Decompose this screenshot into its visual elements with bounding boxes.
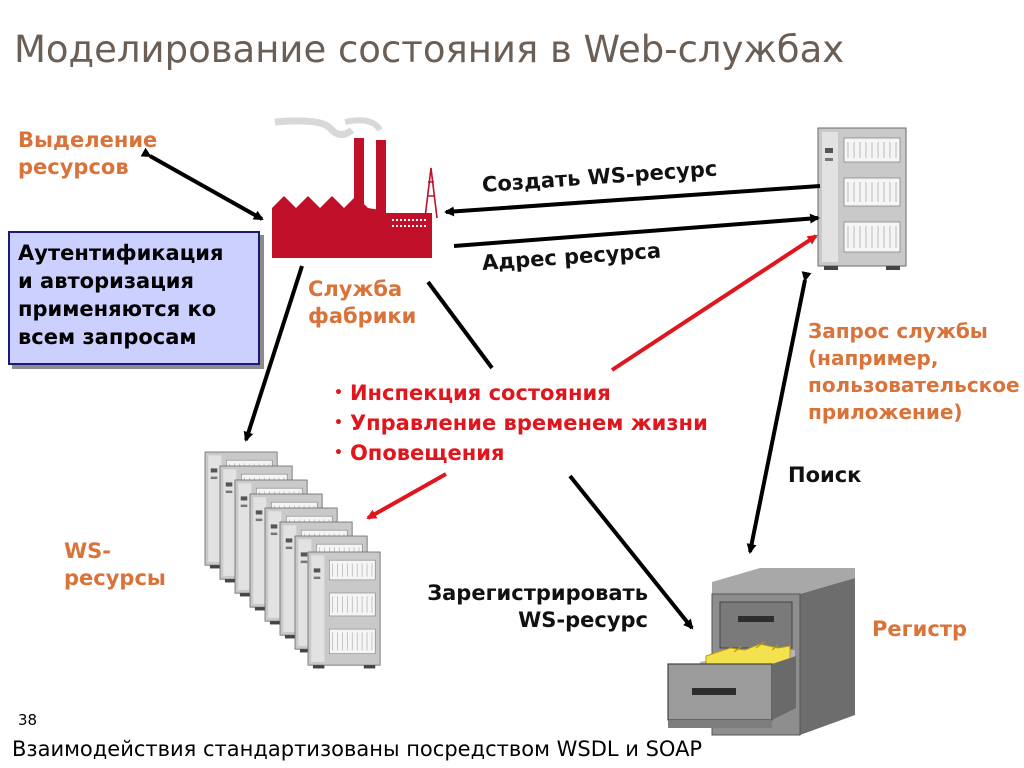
arrow-factory-to-bullets	[426, 280, 494, 370]
label-registry: Регистр	[872, 617, 967, 641]
feature-list: •Инспекция состояния •Управление времене…	[334, 378, 708, 468]
label-search: Поиск	[788, 463, 862, 487]
register-line-1: Зарегистрировать	[427, 581, 648, 605]
bullet-text: Оповещения	[349, 441, 505, 465]
ws-line-2: ресурсы	[64, 566, 166, 590]
request-line-2: (например,	[808, 346, 939, 370]
footer-note: Взаимодействия стандартизованы посредств…	[12, 737, 703, 761]
arrow-allocation	[140, 147, 264, 221]
label-factory-service: Служба фабрики	[308, 276, 416, 330]
page-title: Моделирование состояния в Web-службах	[14, 28, 845, 71]
allocation-line-2: ресурсов	[18, 155, 129, 179]
list-item: •Инспекция состояния	[334, 381, 611, 405]
register-line-2: WS-ресурс	[518, 608, 648, 632]
label-service-request: Запрос службы (например, пользовательско…	[808, 318, 1020, 426]
request-line-4: приложение)	[808, 400, 963, 424]
ws-line-1: WS-	[64, 539, 112, 563]
allocation-line-1: Выделение	[18, 128, 158, 152]
arrow-search	[746, 271, 812, 554]
request-line-3: пользовательское	[808, 373, 1020, 397]
auth-box: Аутентификация и авторизация применяются…	[8, 231, 260, 365]
server-tower-icon	[817, 127, 907, 271]
label-ws-resources: WS- ресурсы	[64, 538, 166, 592]
arrow-request-red	[610, 234, 818, 372]
bullet-text: Инспекция состояния	[349, 381, 611, 405]
factory-icon	[272, 117, 438, 258]
auth-line-1: Аутентификация	[18, 241, 224, 265]
arrow-register	[568, 474, 694, 630]
file-cabinet-icon	[667, 568, 855, 736]
arrow-to-resources-red	[366, 472, 447, 520]
bullet-text: Управление временем жизни	[349, 411, 708, 435]
auth-line-4: всем запросам	[18, 325, 197, 349]
arrow-resource-address	[453, 213, 820, 248]
label-register-ws-resource: Зарегистрировать WS-ресурс	[404, 580, 648, 634]
factory-line-1: Служба	[308, 277, 403, 301]
arrow-create-ws	[444, 184, 821, 217]
arrow-factory-to-resources	[243, 265, 304, 442]
auth-line-2: и авторизация	[18, 269, 194, 293]
factory-line-2: фабрики	[308, 304, 417, 328]
list-item: •Управление временем жизни	[334, 411, 708, 435]
server-stack-icon	[204, 451, 381, 669]
auth-line-3: применяются ко	[18, 297, 217, 321]
request-line-1: Запрос службы	[808, 319, 988, 343]
list-item: •Оповещения	[334, 441, 505, 465]
page-number: 38	[18, 711, 38, 729]
label-resource-allocation: Выделение ресурсов	[18, 127, 157, 181]
